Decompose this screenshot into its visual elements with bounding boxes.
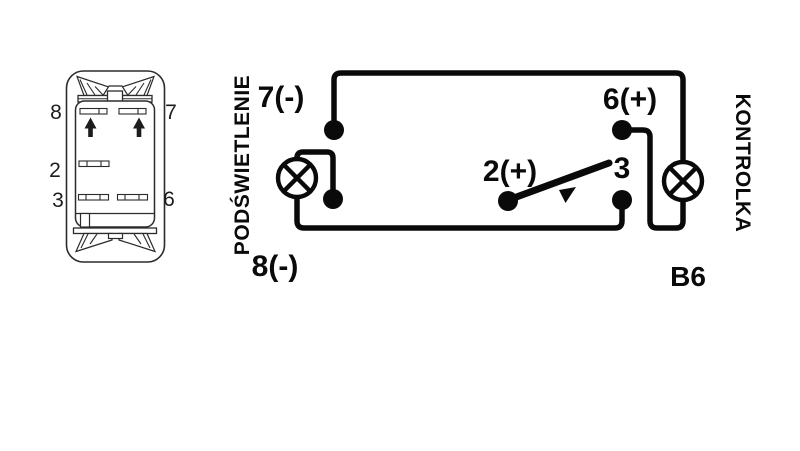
wire-backlight-lamp-to-terminal8 xyxy=(294,149,336,202)
terminal-dot-7 xyxy=(324,120,344,140)
terminal-dot-8 xyxy=(323,189,343,209)
lever-arrowhead-icon xyxy=(559,187,576,203)
terminal-label-6: 6(+) xyxy=(603,83,657,116)
terminal-slot-7 xyxy=(118,107,147,115)
pin-label-3: 3 xyxy=(52,189,64,212)
terminal-slot-3 xyxy=(77,193,110,201)
indicator-side-label: KONTROLKA xyxy=(731,94,754,233)
switch-bottom-bar xyxy=(72,227,158,235)
switch-lever xyxy=(507,159,613,203)
terminal-slot-2 xyxy=(78,160,110,168)
model-label: B6 xyxy=(670,261,706,292)
terminal-label-7: 7(-) xyxy=(258,81,305,114)
switch-bottom-tab xyxy=(107,232,124,240)
wiring-diagram: 7(-) 8(-) 2(+) 3 6(+) B6 PODŚWIETLENIE K… xyxy=(230,70,754,292)
backlight-side-label: PODŚWIETLENIE xyxy=(230,75,254,255)
wire-backlight-lamp-to-terminal3 xyxy=(294,193,625,231)
wire-terminal7-to-indicator-lamp xyxy=(331,70,686,165)
terminal-label-2: 2(+) xyxy=(483,155,537,188)
terminal-slot-8 xyxy=(79,107,108,115)
up-arrow-icon xyxy=(133,117,145,137)
backlight-lamp-icon xyxy=(275,156,319,200)
terminal-dot-3 xyxy=(612,190,632,210)
up-arrow-icon xyxy=(84,117,97,137)
pin-label-2: 2 xyxy=(49,159,61,182)
wire-terminal6-to-indicator-lamp xyxy=(619,127,686,231)
terminal-slot-6 xyxy=(116,193,149,201)
switch-body-bottom-notch xyxy=(79,212,91,228)
pin-label-6: 6 xyxy=(163,188,175,211)
terminal-label-3: 3 xyxy=(614,152,631,185)
terminal-dot-6 xyxy=(612,120,632,140)
pin-label-7: 7 xyxy=(165,101,177,124)
pin-label-8: 8 xyxy=(50,101,62,124)
terminal-label-8: 8(-) xyxy=(252,250,299,283)
indicator-lamp-icon xyxy=(661,159,705,203)
rocker-switch-rear-view: 8 7 2 3 6 xyxy=(49,70,177,263)
